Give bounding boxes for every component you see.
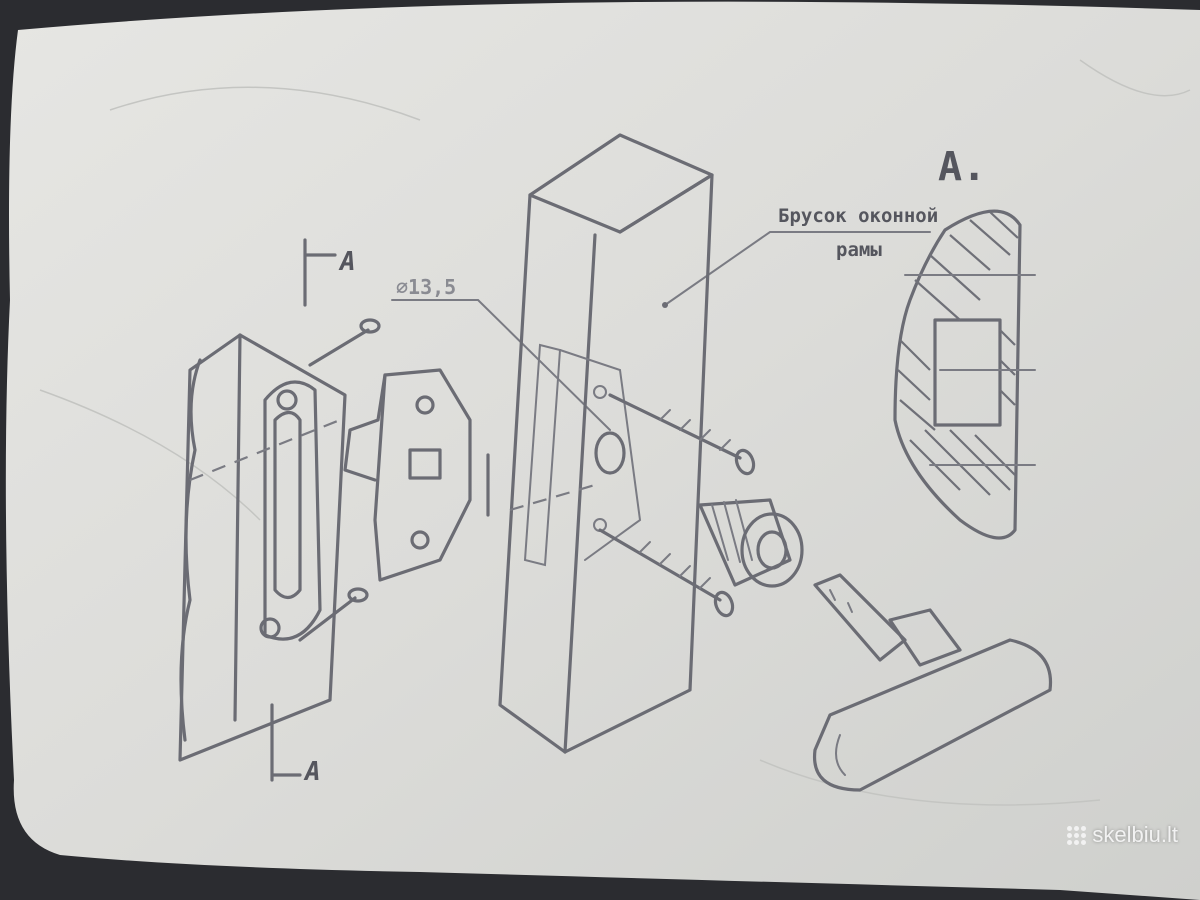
mounting-plate [178, 333, 347, 762]
view-marker-label: А. [938, 144, 986, 190]
lock-body [343, 368, 490, 582]
handle [812, 573, 1053, 792]
bar-label-line1: Брусок оконной [778, 205, 938, 227]
paper [5, 1, 1200, 900]
watermark: skelbiu.lt [1067, 822, 1178, 848]
bar-leader-line [664, 231, 931, 306]
dots-grid-icon [1067, 825, 1087, 845]
screw-long-bottom [598, 528, 735, 618]
window-frame-bar [498, 133, 714, 754]
svg-text:А: А [303, 757, 321, 787]
diameter-label: ⌀13,5 [396, 275, 456, 299]
bushing [698, 498, 804, 588]
watermark-text: skelbiu.lt [1092, 822, 1178, 847]
bar-leader-dot [662, 302, 668, 308]
svg-text:А: А [338, 247, 356, 277]
bar-label-line2: рамы [836, 239, 882, 261]
section-marker-top: А [303, 238, 356, 307]
section-marker-bottom: А [270, 703, 321, 787]
section-view-a [893, 209, 1036, 540]
screw-top-left [308, 318, 381, 367]
screw-long-top [608, 393, 756, 476]
screw-bottom-left [298, 587, 369, 642]
diameter-leader [477, 299, 611, 431]
